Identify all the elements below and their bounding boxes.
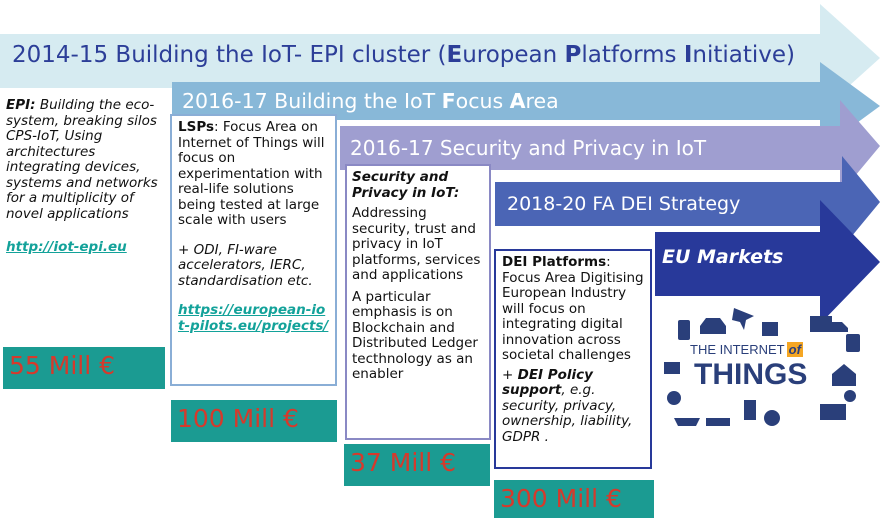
arrow-2-title-part: rea [525,89,559,113]
dei-policy: + DEI Policy support, e.g. security, pri… [502,366,644,446]
car-icon [700,318,726,334]
dei-box: DEI Platforms: Focus Area Digitising Eur… [494,249,652,469]
security-box: Security and Privacy in IoT: Addressing … [345,164,491,440]
lsp-link[interactable]: https://european-iot-pilots.eu/projects/ [178,302,329,334]
epi-box: EPI: Building the eco-system, breaking s… [2,92,172,332]
arrow-2-title-part: 2016-17 Building the IoT [182,89,442,113]
arrow-1-title: 2014-15 Building the IoT- EPI cluster (E… [12,42,795,68]
iot-logo-of: of [786,342,803,357]
bus-icon [820,404,846,420]
lsp-text: LSPs: Focus Area on Internet of Things w… [178,119,329,229]
arrow-shape-4 [495,156,880,248]
arrow-2-title-part: ocus [455,89,510,113]
phone-icon [678,320,690,340]
arrow-4-title: 2018-20 FA DEI Strategy [507,193,741,215]
arrow-2-bold-a: A [509,89,526,113]
dei-policy-body: , e.g. security, privacy, ownership, lia… [502,382,633,445]
epi-head: EPI: [6,97,36,113]
arrow-shape-3 [340,100,880,194]
security-p2: A particular emphasis is on Blockchain a… [352,288,478,382]
camera-icon [844,390,856,402]
dei-policy-head: DEI Policy support [502,366,593,398]
arrow-1-title-part: latforms [581,42,684,68]
epi-link[interactable]: http://iot-epi.eu [6,239,127,255]
epi-text: EPI: Building the eco-system, breaking s… [6,97,168,222]
device-icon [762,322,778,336]
house-icon [832,364,856,386]
arrow-1-title-part: nitiative) [692,42,796,68]
ship-icon [674,418,700,426]
gear-icon [667,391,681,405]
tv-icon [664,362,680,374]
plane-icon [732,308,754,330]
arrow-shape-5 [655,200,880,324]
iot-logo-things: THINGS [694,358,808,391]
dei-body: : Focus Area Digitising European Industr… [502,254,644,363]
lsp-head: LSPs [178,119,215,135]
security-p1: Addressing security, trust and privacy i… [352,205,481,283]
arrow-2-bold-f: F [441,89,456,113]
truck-icon [810,316,848,332]
arrow-2-title: 2016-17 Building the IoT Focus Area [182,89,559,113]
funding-100: 100 Mill € [171,400,337,442]
arrow-1-bold-e: E [446,42,463,68]
dei-text: DEI Platforms: Focus Area Digitising Eur… [502,254,644,364]
arrow-shape-2 [172,62,880,150]
funding-55: 55 Mill € [3,347,165,389]
iot-logo-line1-text: THE INTERNET [690,342,785,357]
arrow-3-title: 2016-17 Security and Privacy in IoT [350,136,707,160]
funding-300: 300 Mill € [494,480,654,518]
arrow-1-bold-i: I [683,42,693,68]
dei-head: DEI Platforms [502,254,607,270]
arrow-1-bold-p: P [564,42,582,68]
headphones-icon [764,410,780,426]
speaker-icon [744,400,756,420]
epi-body: Building the eco-system, breaking silos … [6,97,158,222]
lsp-body: : Focus Area on Internet of Things will … [178,119,325,228]
eu-markets-label: EU Markets [662,246,784,268]
iot-icons [664,308,860,426]
security-head: Security and Privacy in IoT: [352,169,460,201]
tablet-icon [846,334,860,352]
dei-plus: + [502,366,518,383]
lsp-extra: + ODI, FI-ware accelerators, IERC, stand… [178,241,313,289]
arrow-1-title-part: uropean [462,42,565,68]
funding-37: 37 Mill € [344,444,490,486]
lsp-box: LSPs: Focus Area on Internet of Things w… [170,114,337,386]
arrow-1-title-part: 2014-15 Building the IoT- EPI cluster ( [12,42,447,68]
bed-icon [706,418,730,426]
